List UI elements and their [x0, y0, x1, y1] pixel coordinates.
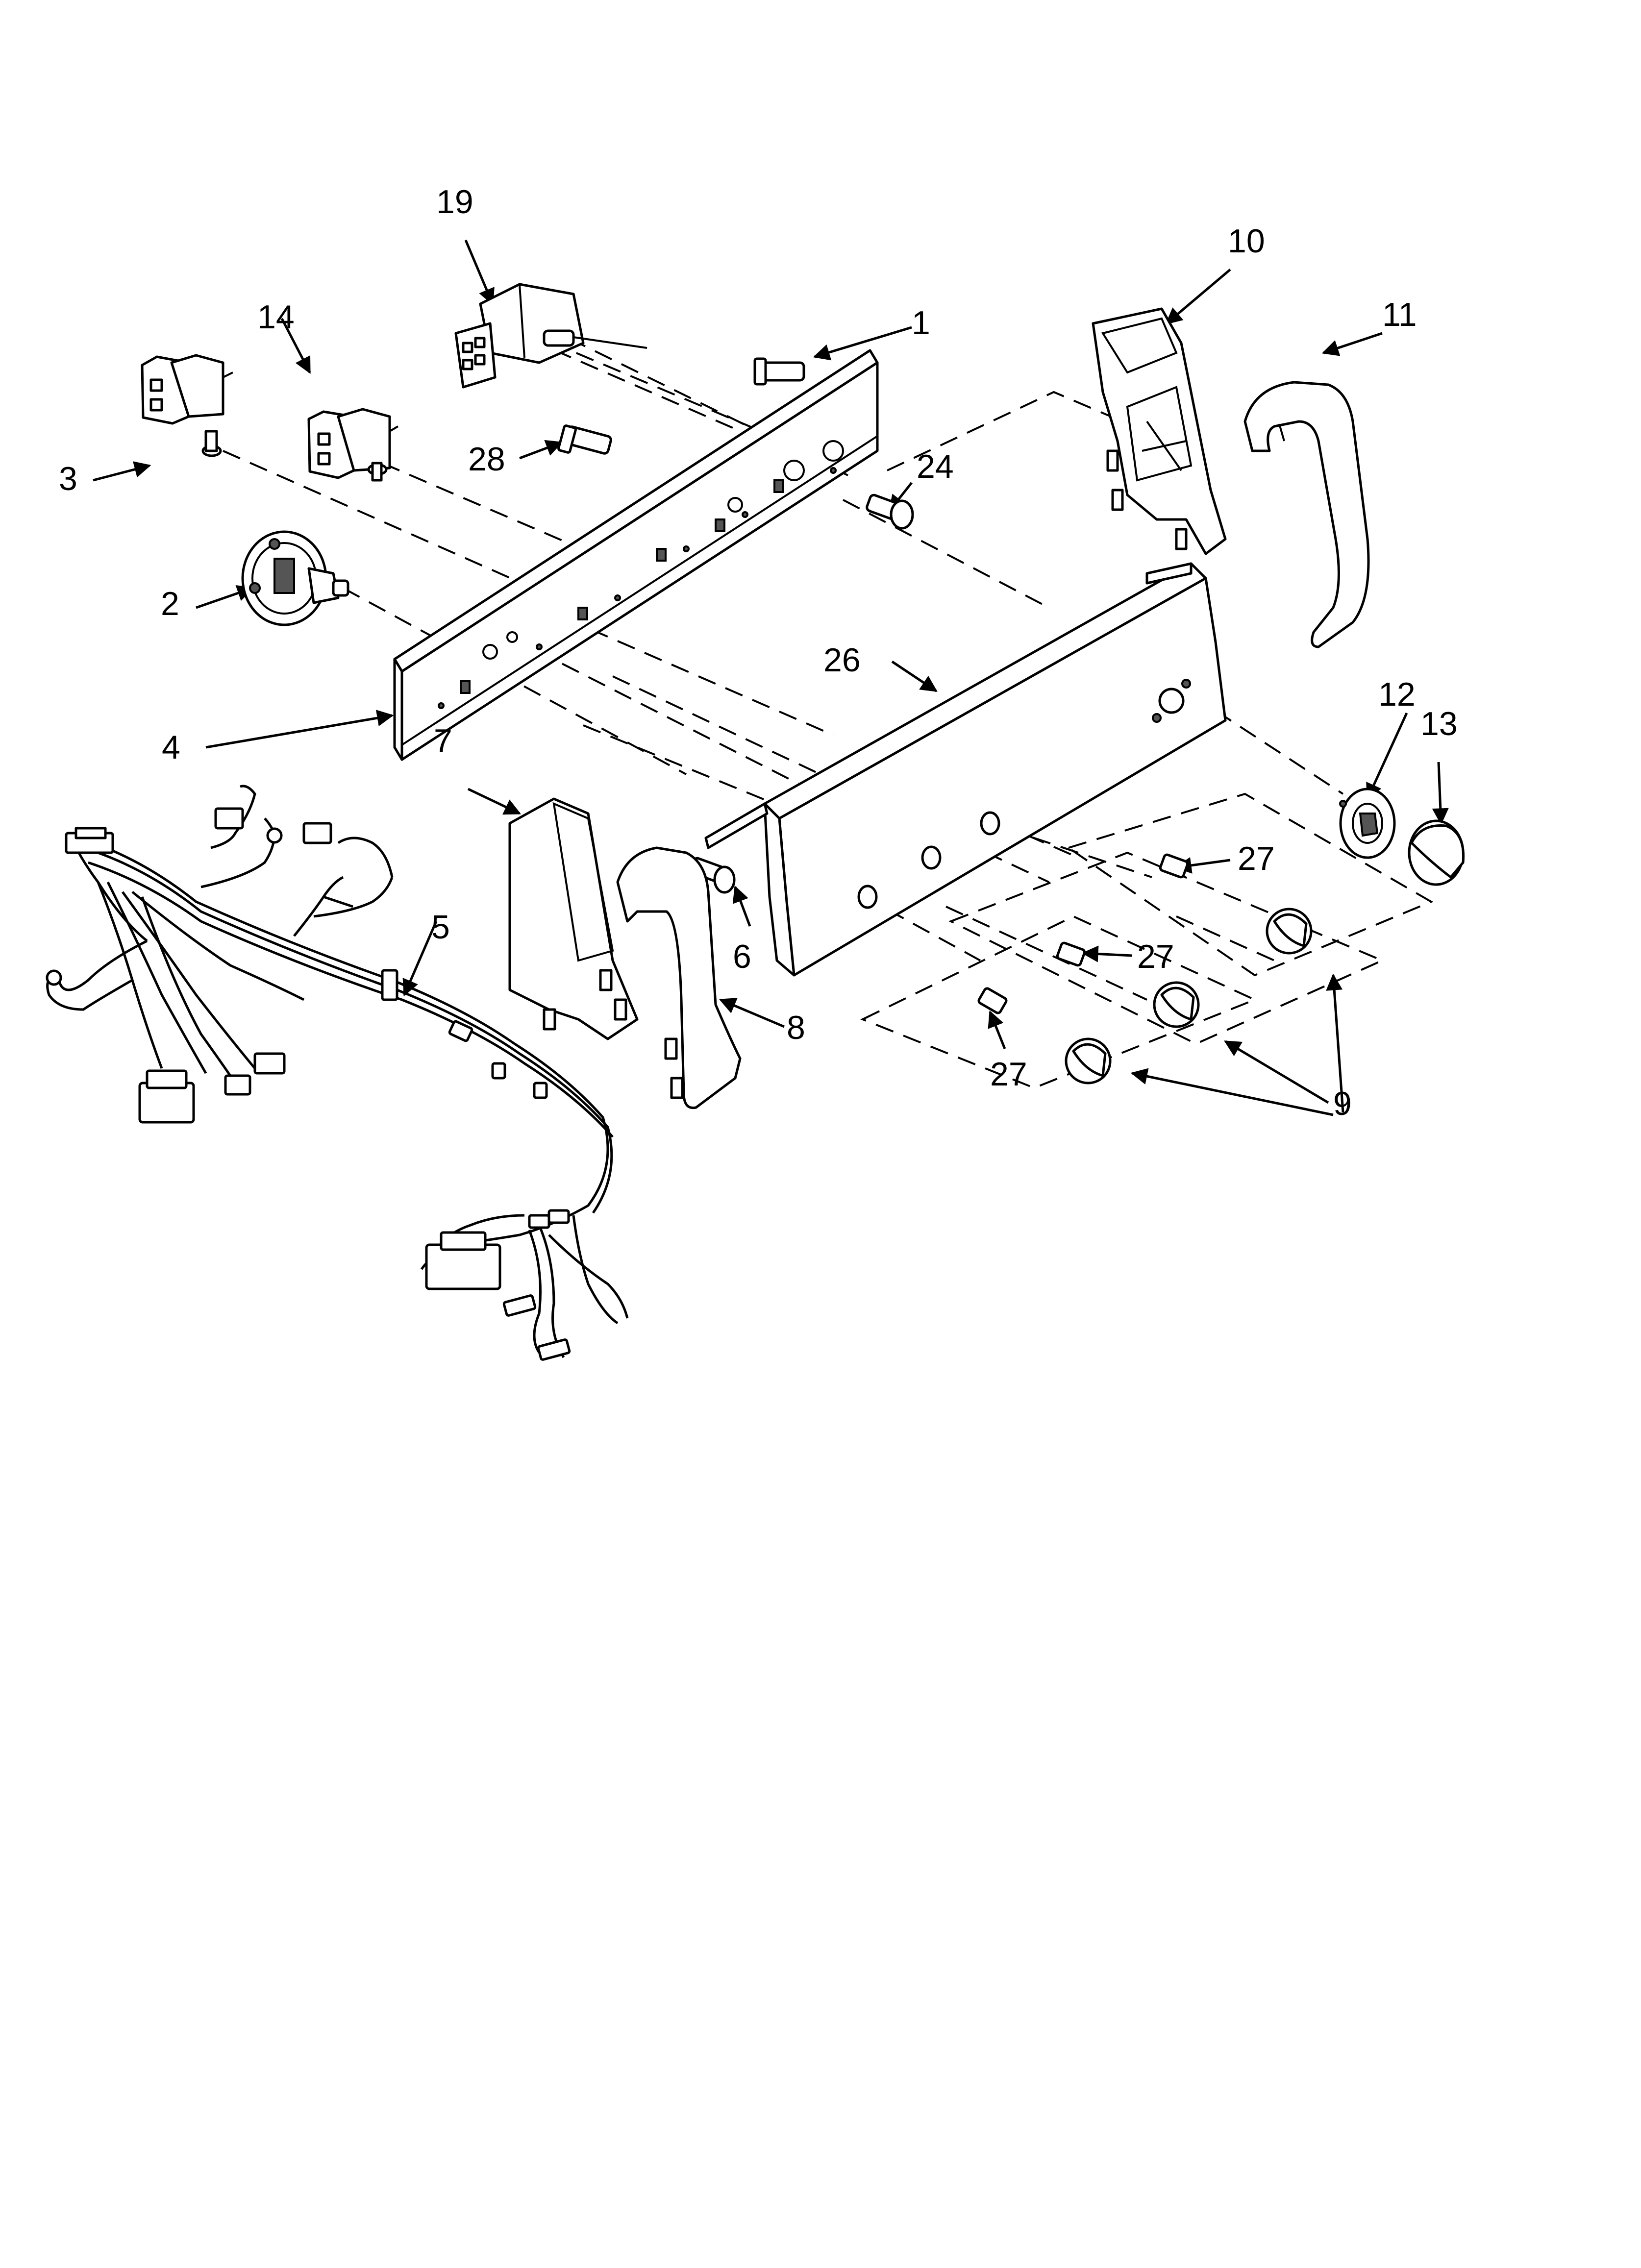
- callout-28: 28: [468, 441, 505, 478]
- callout-3: 3: [59, 460, 77, 497]
- part-switch-3: [141, 354, 233, 457]
- callout-10: 10: [1228, 222, 1265, 260]
- knob-lower: [1065, 1037, 1112, 1085]
- callout-27-upper: 27: [1238, 840, 1275, 877]
- callout-27-lower: 27: [990, 1056, 1027, 1093]
- part-end-cap-left: [508, 797, 639, 1040]
- callout-14: 14: [257, 298, 295, 336]
- callout-13: 13: [1420, 705, 1458, 742]
- part-dial-12: [1339, 788, 1396, 859]
- callout-4: 4: [162, 729, 180, 766]
- callout-1: 1: [912, 304, 930, 342]
- leader-arrows: [93, 240, 1449, 1116]
- part-control-bracket: [393, 349, 879, 761]
- callout-5: 5: [431, 909, 450, 946]
- callout-7: 7: [434, 722, 452, 760]
- callout-9: 9: [1333, 1085, 1352, 1122]
- screw-28: [557, 424, 612, 455]
- callout-labels: 1 2 3 4 5 6 7 8 9 10 11 12 13 14 19 24 2…: [59, 183, 1458, 1122]
- knob-upper: [1266, 908, 1313, 955]
- part-knobs-9: [977, 853, 1313, 1085]
- part-console-panel: [704, 562, 1227, 977]
- part-screw-6: [689, 857, 736, 894]
- part-timer-control: [454, 283, 647, 389]
- callout-19: 19: [436, 183, 473, 221]
- callout-8: 8: [787, 1009, 805, 1046]
- part-handle-right: [1243, 381, 1370, 648]
- part-wire-harness: [46, 785, 629, 1361]
- callout-6: 6: [733, 938, 751, 975]
- callout-24: 24: [917, 448, 954, 485]
- callout-2: 2: [161, 585, 179, 622]
- part-selector-2: [241, 530, 349, 626]
- part-knob-13: [1408, 819, 1465, 886]
- part-screws: [557, 357, 914, 530]
- callout-26: 26: [823, 641, 861, 679]
- screw-24: [866, 493, 914, 530]
- knob-middle: [1153, 981, 1200, 1028]
- callout-27-middle: 27: [1137, 938, 1174, 975]
- part-switch-14: [307, 408, 399, 482]
- screw-1: [753, 357, 805, 386]
- callout-11: 11: [1382, 296, 1417, 333]
- shafts-27: [977, 853, 1189, 1014]
- part-end-cap-right: [1092, 307, 1227, 555]
- part-handle-left: [616, 846, 742, 1109]
- callout-12: 12: [1378, 676, 1416, 713]
